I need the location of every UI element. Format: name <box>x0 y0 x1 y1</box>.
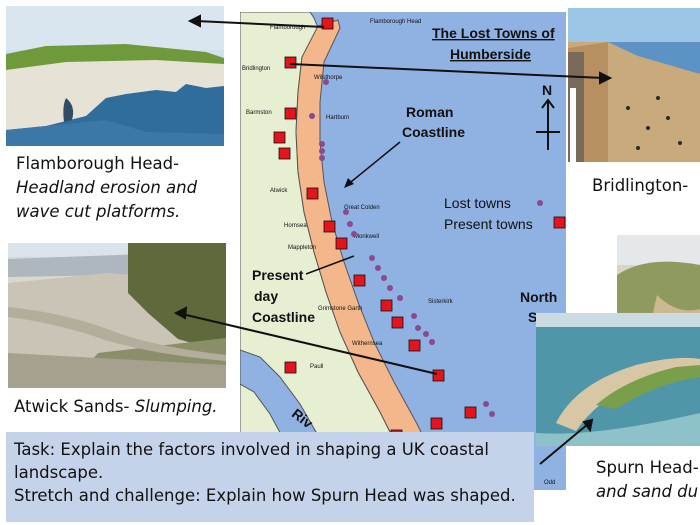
legend-lost-town-dot <box>537 200 543 206</box>
lost-town-marker <box>319 148 325 154</box>
spurn-caption-line2: and sand du <box>596 482 699 501</box>
flamborough-caption-line3: wave cut platforms. <box>16 202 181 221</box>
present-town-marker <box>273 131 286 144</box>
task-line3: Stretch and challenge: Explain how Spurn… <box>14 486 516 505</box>
lost-town-marker <box>397 295 403 301</box>
present-town-marker <box>432 369 445 382</box>
atwick-caption-name: Atwick Sands- <box>14 397 130 416</box>
place-withernsea: Withernsea <box>352 341 383 347</box>
place-mappleton: Mappleton <box>288 245 316 251</box>
task-box: Task: Explain the factors involved in sh… <box>6 432 534 522</box>
place-flamborough: Flamborough <box>270 25 305 31</box>
map-title-line2: Humberside <box>450 46 531 62</box>
north-arrow-icon <box>536 98 560 150</box>
spurn-caption: Spurn Head- and sand du <box>596 456 699 504</box>
place-paull: Paull <box>310 364 323 370</box>
task-line1: Task: Explain the factors involved in sh… <box>14 440 489 459</box>
place-monkwell: Monkwell <box>354 234 379 240</box>
lost-town-marker <box>415 325 421 331</box>
present-coastline-label-2: day <box>254 288 278 304</box>
present-town-marker <box>284 56 297 69</box>
spurn-head-photo <box>536 313 700 446</box>
present-towns <box>273 17 477 442</box>
present-coastline-pointer <box>305 255 355 275</box>
flamborough-caption-line1: Flamborough Head- <box>16 154 180 173</box>
sea-label-2: S <box>528 309 537 325</box>
flamborough-caption: Flamborough Head- Headland erosion and w… <box>16 152 236 224</box>
present-town-marker <box>464 406 477 419</box>
map-title-line1: The Lost Towns of <box>432 25 555 41</box>
lost-town-marker <box>319 141 325 147</box>
lost-town-marker <box>375 265 381 271</box>
present-town-marker <box>278 147 291 160</box>
flamborough-head-photo <box>6 6 224 146</box>
lost-town-marker <box>387 285 393 291</box>
lost-town-marker <box>423 331 429 337</box>
lost-towns <box>309 79 495 417</box>
spurn-caption-line1: Spurn Head- <box>596 458 699 477</box>
present-town-marker <box>321 17 334 30</box>
lost-town-marker <box>347 221 353 227</box>
present-town-marker <box>306 187 319 200</box>
place-great-colden: Great Colden <box>344 205 380 211</box>
lost-town-marker <box>429 339 435 345</box>
arrow-spurn <box>539 423 589 465</box>
roman-pointer-head <box>344 178 354 188</box>
lost-town-marker <box>323 79 329 85</box>
place-kilnsea-odd: Odd <box>544 480 555 486</box>
place-barmston: Barmston <box>246 110 272 116</box>
arrow-flamborough <box>195 20 325 28</box>
lost-town-marker <box>411 313 417 319</box>
atwick-caption: Atwick Sands- Slumping. <box>14 395 244 419</box>
arrow-bridlington <box>289 63 605 79</box>
lost-town-marker <box>319 155 325 161</box>
sea-label-1: North <box>520 289 557 305</box>
humberside-map: The Lost Towns of Humberside N Roman Coa… <box>240 12 566 490</box>
lost-town-marker <box>381 275 387 281</box>
place-wilsthorpe: Wilsthorpe <box>314 75 343 81</box>
legend-present-town-square <box>553 216 566 229</box>
place-sisterkirk: Sisterkirk <box>428 299 454 305</box>
place-grimstone-garth: Grimstone Garth <box>318 306 362 312</box>
present-town-marker <box>380 299 393 312</box>
present-town-marker <box>335 237 348 250</box>
lost-town-marker <box>309 113 315 119</box>
lost-town-marker <box>343 209 349 215</box>
present-town-marker <box>284 361 297 374</box>
present-coastline-label-1: Present <box>252 267 304 283</box>
roman-coastline-label-1: Roman <box>406 104 453 120</box>
place-hornsea: Hornsea <box>284 223 307 229</box>
lost-town-marker <box>369 255 375 261</box>
atwick-sands-photo <box>8 243 226 388</box>
legend-present-towns-label: Present towns <box>444 216 533 232</box>
place-flamborough-head: Flamborough Head <box>370 19 421 25</box>
flamborough-caption-line2: Headland erosion and <box>16 178 198 197</box>
roman-coastline-label-2: Coastline <box>402 124 465 140</box>
lost-town-marker <box>489 411 495 417</box>
present-town-marker <box>391 316 404 329</box>
lost-town-marker <box>351 231 357 237</box>
present-town-marker <box>323 220 336 233</box>
north-label: N <box>542 82 552 98</box>
task-line2: landscape. <box>14 463 104 482</box>
present-town-marker <box>353 274 366 287</box>
place-bridlington: Bridlington <box>242 66 270 72</box>
arrow-atwick <box>181 313 438 375</box>
roman-coastline-pointer <box>345 141 401 187</box>
bridlington-photo <box>568 8 700 162</box>
bridlington-caption: Bridlington- <box>592 176 689 195</box>
legend-lost-towns-label: Lost towns <box>444 195 511 211</box>
present-town-marker <box>284 107 297 120</box>
place-atwick: Atwick <box>270 188 288 194</box>
atwick-caption-desc: Slumping. <box>134 397 218 416</box>
present-town-marker <box>430 417 443 430</box>
present-coastline-label-3: Coastline <box>252 309 315 325</box>
place-hartburn: Hartburn <box>326 115 349 121</box>
lost-town-marker <box>483 401 489 407</box>
present-town-marker <box>408 339 421 352</box>
